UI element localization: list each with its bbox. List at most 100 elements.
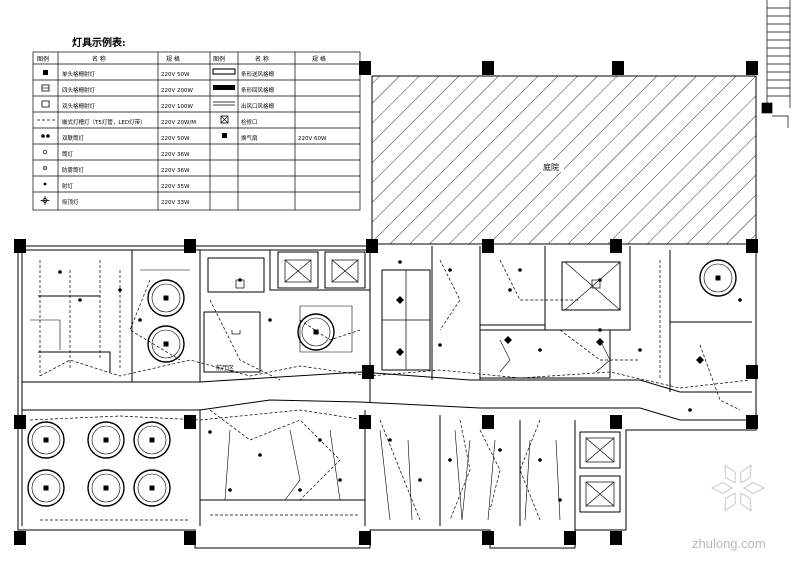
grille-icon [591, 279, 601, 289]
round-fixture [133, 421, 171, 459]
legend-row: 检修口 [220, 115, 258, 126]
legend-row-name: 条形送风格栅 [241, 70, 275, 78]
structural-columns [14, 61, 758, 545]
downlight-icon [508, 288, 512, 292]
legend-row: 换气扇 220V 60W [222, 133, 327, 142]
legend-row-spec: 220V 100W [161, 104, 194, 110]
round-fixture [87, 469, 125, 507]
column [610, 531, 622, 545]
downlight-icon [558, 498, 562, 502]
legend-header-name-2: 名 称 [255, 55, 269, 63]
legend-row: 条形回风格栅 [213, 85, 275, 94]
spotlight-icon [43, 182, 47, 186]
legend-row-name: 检修口 [241, 118, 258, 126]
lighting-wiring [30, 261, 740, 521]
column [359, 61, 371, 75]
legend-row: 双头格栅射灯 220V 100W [41, 100, 194, 110]
legend-row: 四头格栅射灯 220V 200W [41, 84, 194, 94]
column [746, 239, 758, 253]
column [184, 531, 196, 545]
round-fixture [27, 469, 65, 507]
legend-row: 双联筒灯 220V 50W [41, 134, 190, 142]
legend-title: 灯具示例表: [72, 36, 126, 49]
column [482, 415, 494, 429]
legend-row-name: 吸顶灯 [62, 198, 79, 206]
legend-row: 单头格栅射灯 220V 50W [43, 70, 190, 78]
room-label-2: 前厅区 [216, 364, 234, 372]
legend-row-spec: 220V 200W [161, 88, 194, 94]
courtyard-label: 庭院 [543, 162, 559, 172]
column [14, 415, 26, 429]
double-grille-light-icon [41, 100, 50, 108]
ceiling-light-icon [40, 196, 50, 205]
legend-row: 防雾筒灯 220V 36W [42, 165, 190, 174]
legend-row: 出风口风格栅 [213, 101, 275, 110]
downlight-icon [42, 149, 48, 155]
spotlight-icon [596, 338, 604, 346]
downlight-icon [388, 438, 392, 442]
legend-header-spec: 规 格 [166, 55, 180, 63]
supply-grille-icon [212, 68, 236, 75]
round-fixture [147, 325, 185, 363]
column [746, 415, 758, 429]
access-panel-icon [220, 115, 229, 124]
legend-row-spec: 220V 36W [161, 168, 190, 174]
legend-row-name: 筒灯 [62, 150, 74, 158]
downlight-icon [338, 478, 342, 482]
plan-walls [17, 243, 757, 549]
spotlight-icon [396, 296, 404, 304]
legend-row-spec: 220V 50W [161, 72, 190, 78]
legend-header-name: 名 称 [92, 55, 106, 63]
legend-header-symbol: 图例 [37, 55, 49, 63]
spotlight-icon [396, 348, 404, 356]
downlight-icon [538, 348, 542, 352]
courtyard: 庭院 [371, 75, 757, 245]
downlight-icon [498, 448, 502, 452]
downlight-icon [438, 343, 442, 347]
downlight-icon [398, 260, 402, 264]
legend-header-spec-2: 规 格 [312, 55, 326, 63]
downlight-icon [208, 430, 212, 434]
downlight-icon [318, 438, 322, 442]
grille-icon [235, 279, 245, 289]
column [359, 415, 371, 429]
downlight-icon [58, 270, 62, 274]
downlight-icon [138, 318, 142, 322]
column [564, 531, 576, 545]
round-fixture [133, 469, 171, 507]
return-grille-icon [213, 85, 235, 90]
column [184, 415, 196, 429]
legend-row: 吸顶灯 220V 33W [40, 196, 190, 206]
round-fixture [699, 259, 737, 297]
column [746, 365, 758, 379]
watermark-site: zhulong.com [692, 536, 766, 551]
legend-header-symbol-2: 图例 [213, 55, 225, 63]
column [746, 61, 758, 75]
round-fixture [297, 313, 335, 351]
access-panels [284, 259, 615, 507]
legend-row: 条形送风格栅 [212, 68, 275, 78]
spotlight-icon [504, 336, 512, 344]
downlight-icon [448, 458, 452, 462]
legend-table: 灯具示例表: 图例 名 称 规 格 图例 名 称 规 格 [32, 36, 361, 211]
double-downlight-icon [41, 134, 45, 138]
legend-row-name: 射灯 [62, 182, 74, 190]
ceiling-fan-fixtures [27, 259, 737, 507]
legend-row-name: 嵌式灯槽灯（T5灯管，LED灯带） [62, 118, 146, 126]
downlight-icon [448, 268, 452, 272]
downlight-icon [228, 488, 232, 492]
downlight-icon [638, 348, 642, 352]
legend-row-spec: 220V 20W/M [161, 120, 196, 126]
downlight-icon [418, 478, 422, 482]
column [362, 365, 374, 379]
watermark: zhulong.com [692, 464, 766, 551]
single-grille-light-icon [43, 70, 48, 75]
downlight-icon [598, 328, 602, 332]
watermark-logo-icon [710, 464, 766, 512]
legend-row-spec: 220V 50W [161, 136, 190, 142]
column [359, 531, 371, 545]
legend-row: 嵌式灯槽灯（T5灯管，LED灯带） 220V 20W/M [37, 118, 196, 126]
downlight-icon [268, 318, 272, 322]
column [612, 61, 624, 75]
